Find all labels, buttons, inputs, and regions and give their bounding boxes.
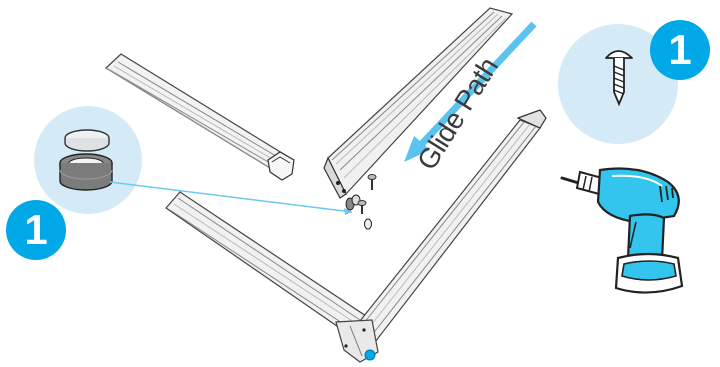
step-badge-right: 1 [650, 20, 710, 80]
left-callout [34, 106, 142, 214]
step-badge-left: 1 [6, 200, 66, 260]
callout-leader-line [110, 182, 352, 212]
cap-icon [65, 130, 109, 151]
cordless-drill-icon [562, 169, 682, 293]
tape-ring-icon [60, 154, 112, 190]
corner-joint-marker [365, 350, 375, 360]
